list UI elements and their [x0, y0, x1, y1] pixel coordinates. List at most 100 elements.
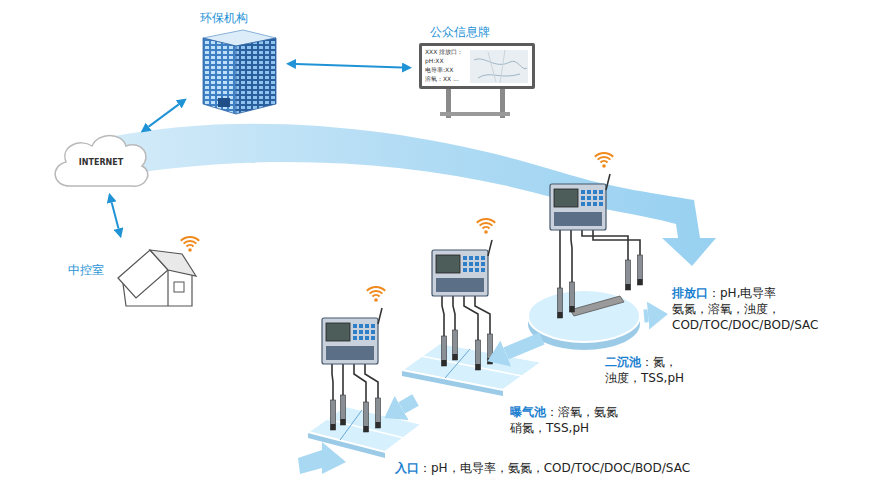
board-text: XXX 排放口： — [425, 49, 463, 55]
keypad-key — [371, 336, 375, 340]
probe-tip — [341, 419, 346, 425]
station-label: 二沉池：氮， 浊度，TSS,pH — [605, 354, 689, 386]
inlet-station: 入口：pH，电导率，氨氮，COD/TOC/DOC/BOD/SAC — [305, 402, 422, 458]
probe-tip — [488, 358, 493, 364]
control-room-node: 中控室 — [64, 242, 198, 310]
sensor-probe — [558, 288, 563, 318]
keypad-key — [587, 190, 591, 194]
keypad-key — [365, 324, 369, 328]
clarifier-station: 二沉池：氮， 浊度，TSS,pH — [528, 290, 640, 352]
node-label: INTERNET — [79, 158, 123, 167]
probe-tip — [376, 422, 381, 428]
probe-cable — [475, 296, 490, 334]
controller-screen — [326, 323, 350, 341]
keypad-key — [593, 190, 597, 194]
analyzer-unit — [432, 240, 493, 370]
analyzer-unit — [322, 308, 382, 432]
sensor-probe — [453, 330, 458, 360]
station-name: 排放口 — [672, 286, 708, 300]
keypad-key — [587, 202, 591, 206]
data-link-arrow — [112, 203, 119, 229]
sensor-probe — [331, 400, 336, 430]
sensor-probe — [626, 260, 631, 290]
keypad-key — [365, 336, 369, 340]
controller-base — [326, 346, 374, 360]
antenna — [378, 308, 382, 324]
antenna — [606, 174, 610, 190]
control-room-house — [118, 250, 196, 306]
probe-tip — [570, 306, 575, 312]
wireless-icon — [594, 152, 614, 168]
outlet-station: 排放口：pH,电导率 氨氮，溶氧，浊度， COD/TOC/DOC/BOD/SAC — [672, 285, 784, 333]
billboard-node: 公众信息牌XXX 排放口：pH:XX电导率:XX溶氧：XX ... — [416, 22, 538, 118]
keypad-key — [463, 268, 467, 272]
station-name: 二沉池 — [605, 355, 641, 369]
data-link-arrow — [149, 104, 179, 126]
keypad-key — [599, 196, 603, 200]
controller-housing — [322, 318, 378, 364]
keypad-key — [593, 202, 597, 206]
sensor-probe — [638, 255, 643, 285]
keypad-key — [359, 336, 363, 340]
keypad-key — [371, 330, 375, 334]
board-text: 溶氧：XX ... — [425, 76, 459, 82]
probe-tip — [453, 354, 458, 360]
keypad-key — [587, 196, 591, 200]
controller-housing — [550, 184, 606, 230]
controller-base — [436, 278, 484, 292]
sensor-probe — [476, 340, 481, 370]
probe-tip — [638, 279, 643, 285]
probe-tip — [476, 364, 481, 370]
sensor-probe — [488, 334, 493, 364]
probe-cable — [342, 364, 344, 395]
keypad-key — [371, 324, 375, 328]
inflow-arrow — [298, 442, 346, 474]
keypad-key — [481, 262, 485, 266]
sensor-probe — [442, 336, 447, 366]
keypad-key — [463, 262, 467, 266]
keypad-key — [469, 262, 473, 266]
clarifier-tank — [528, 290, 640, 350]
probe-tip — [626, 284, 631, 290]
keypad-key — [475, 256, 479, 260]
sensor-probe — [364, 402, 369, 432]
keypad-key — [353, 336, 357, 340]
node-label: 公众信息牌 — [430, 24, 490, 41]
sensor-probe — [376, 398, 381, 428]
agency-node: 环保机构 — [190, 6, 282, 118]
data-link-arrow — [296, 64, 402, 68]
controller-base — [554, 212, 602, 226]
water-flow-arrow — [644, 309, 648, 322]
station-parameters: ：pH，电导率，氨氮，COD/TOC/DOC/BOD/SAC — [419, 461, 690, 475]
keypad-key — [359, 330, 363, 334]
keypad-key — [581, 196, 585, 200]
aeration-station: 曝气池：溶氧，氨氮 硝氮，TSS,pH — [400, 340, 542, 396]
data-ribbon — [105, 124, 716, 266]
keypad-key — [463, 256, 467, 260]
node-label: 环保机构 — [200, 10, 248, 27]
keypad-key — [593, 196, 597, 200]
keypad-key — [365, 330, 369, 334]
sensor-probe — [341, 395, 346, 425]
keypad-key — [599, 202, 603, 206]
station-label: 排放口：pH,电导率 氨氮，溶氧，浊度， COD/TOC/DOC/BOD/SAC — [672, 285, 784, 333]
probe-cable — [332, 364, 333, 400]
controller-screen — [436, 255, 460, 273]
antenna — [488, 240, 492, 256]
analyzer-unit — [550, 174, 643, 318]
sensor-probe — [570, 282, 575, 312]
keypad-key — [481, 268, 485, 272]
probe-cable — [453, 296, 455, 330]
probe-tip — [364, 426, 369, 432]
probe-tip — [442, 360, 447, 366]
probe-cable — [582, 230, 628, 260]
keypad-key — [359, 324, 363, 328]
keypad-key — [353, 330, 357, 334]
office-building — [203, 30, 276, 114]
probe-cable — [442, 296, 444, 336]
probe-tip — [331, 424, 336, 430]
internet-cloud — [55, 136, 148, 187]
